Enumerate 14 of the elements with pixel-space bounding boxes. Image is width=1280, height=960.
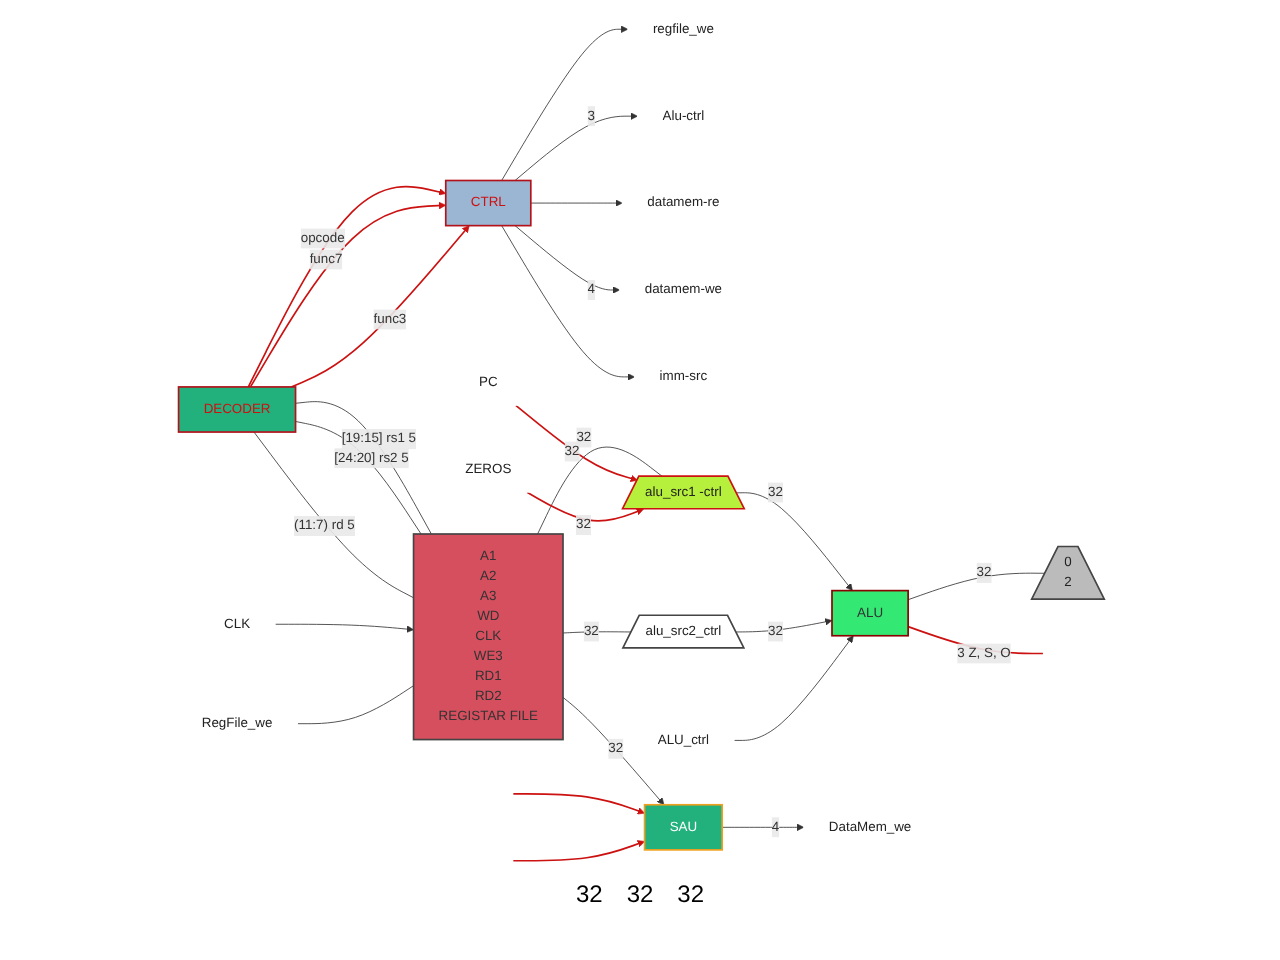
connector <box>562 631 632 634</box>
arrow <box>289 225 470 388</box>
connector <box>253 431 414 599</box>
arrow <box>514 404 638 482</box>
arrow <box>525 491 644 522</box>
arrow <box>512 840 645 862</box>
arrow <box>512 793 645 815</box>
bus-width-label: 32 <box>677 880 705 908</box>
bus-width-label: 32 <box>626 880 654 908</box>
connector <box>294 421 421 535</box>
connector <box>907 572 1046 601</box>
connector <box>536 446 663 535</box>
bus-width-label: 32 <box>575 880 603 908</box>
connector <box>296 685 414 725</box>
